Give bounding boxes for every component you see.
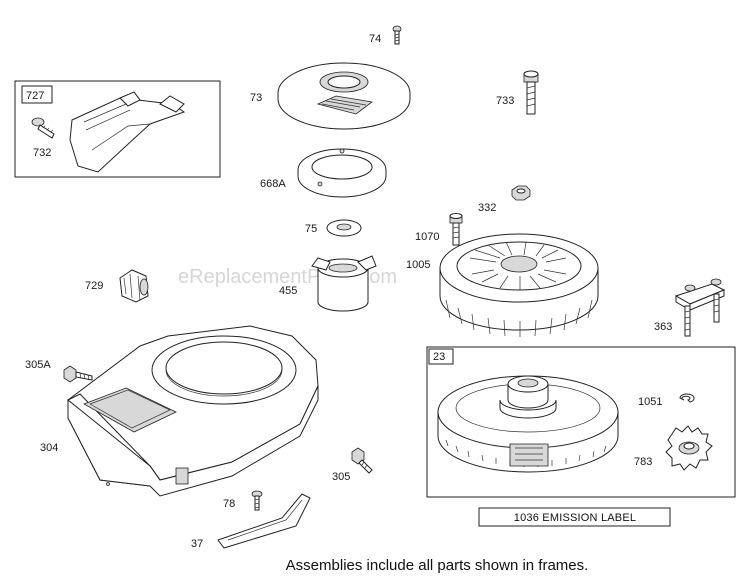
frame-727-label: 727 (26, 90, 44, 102)
label-304: 304 (40, 442, 58, 454)
frame-23-label: 23 (433, 351, 445, 363)
part-1051-retainer (679, 393, 695, 403)
label-732: 732 (33, 147, 51, 159)
frame-727: 727 732 (14, 80, 221, 178)
part-304-blower-housing (67, 325, 319, 497)
label-1070: 1070 (415, 231, 439, 243)
label-305: 305 (332, 471, 350, 483)
label-455: 455 (279, 285, 297, 297)
label-1051: 1051 (638, 396, 662, 408)
part-78-screw (251, 490, 263, 511)
label-729: 729 (85, 280, 103, 292)
part-1005-fan (439, 233, 599, 337)
label-668A: 668A (260, 178, 286, 190)
label-305A: 305A (25, 359, 51, 371)
emission-label-text: 1036 EMISSION LABEL (514, 512, 636, 524)
part-783-gear (665, 425, 713, 471)
label-78: 78 (223, 498, 235, 510)
part-37-baffle (217, 493, 311, 549)
footer-caption: Assemblies include all parts shown in fr… (286, 557, 589, 574)
label-783: 783 (634, 456, 652, 468)
part-455-cup (311, 255, 377, 312)
part-23-flywheel (437, 375, 619, 473)
part-1070-bolt (449, 213, 463, 246)
label-363: 363 (654, 321, 672, 333)
part-727-bracket (69, 91, 186, 173)
part-732-screw (31, 117, 55, 139)
label-75: 75 (305, 223, 317, 235)
part-729-grommet (119, 269, 149, 303)
label-733: 733 (496, 95, 514, 107)
part-73-screen (277, 62, 411, 130)
emission-label-box: 1036 EMISSION LABEL (478, 507, 671, 527)
part-668A-plate (297, 148, 387, 198)
part-733-bolt (523, 70, 539, 115)
part-305A-screw (63, 365, 93, 383)
part-363-bracket (674, 278, 726, 337)
part-332-nut (511, 185, 531, 201)
part-74-bolt (392, 25, 402, 45)
part-75-washer (326, 219, 362, 237)
label-73: 73 (250, 92, 262, 104)
label-1005: 1005 (406, 259, 430, 271)
frame-23: 23 1051 783 (426, 346, 736, 498)
label-74: 74 (369, 33, 381, 45)
part-305-screw (351, 447, 373, 474)
label-332: 332 (478, 202, 496, 214)
label-37: 37 (191, 538, 203, 550)
